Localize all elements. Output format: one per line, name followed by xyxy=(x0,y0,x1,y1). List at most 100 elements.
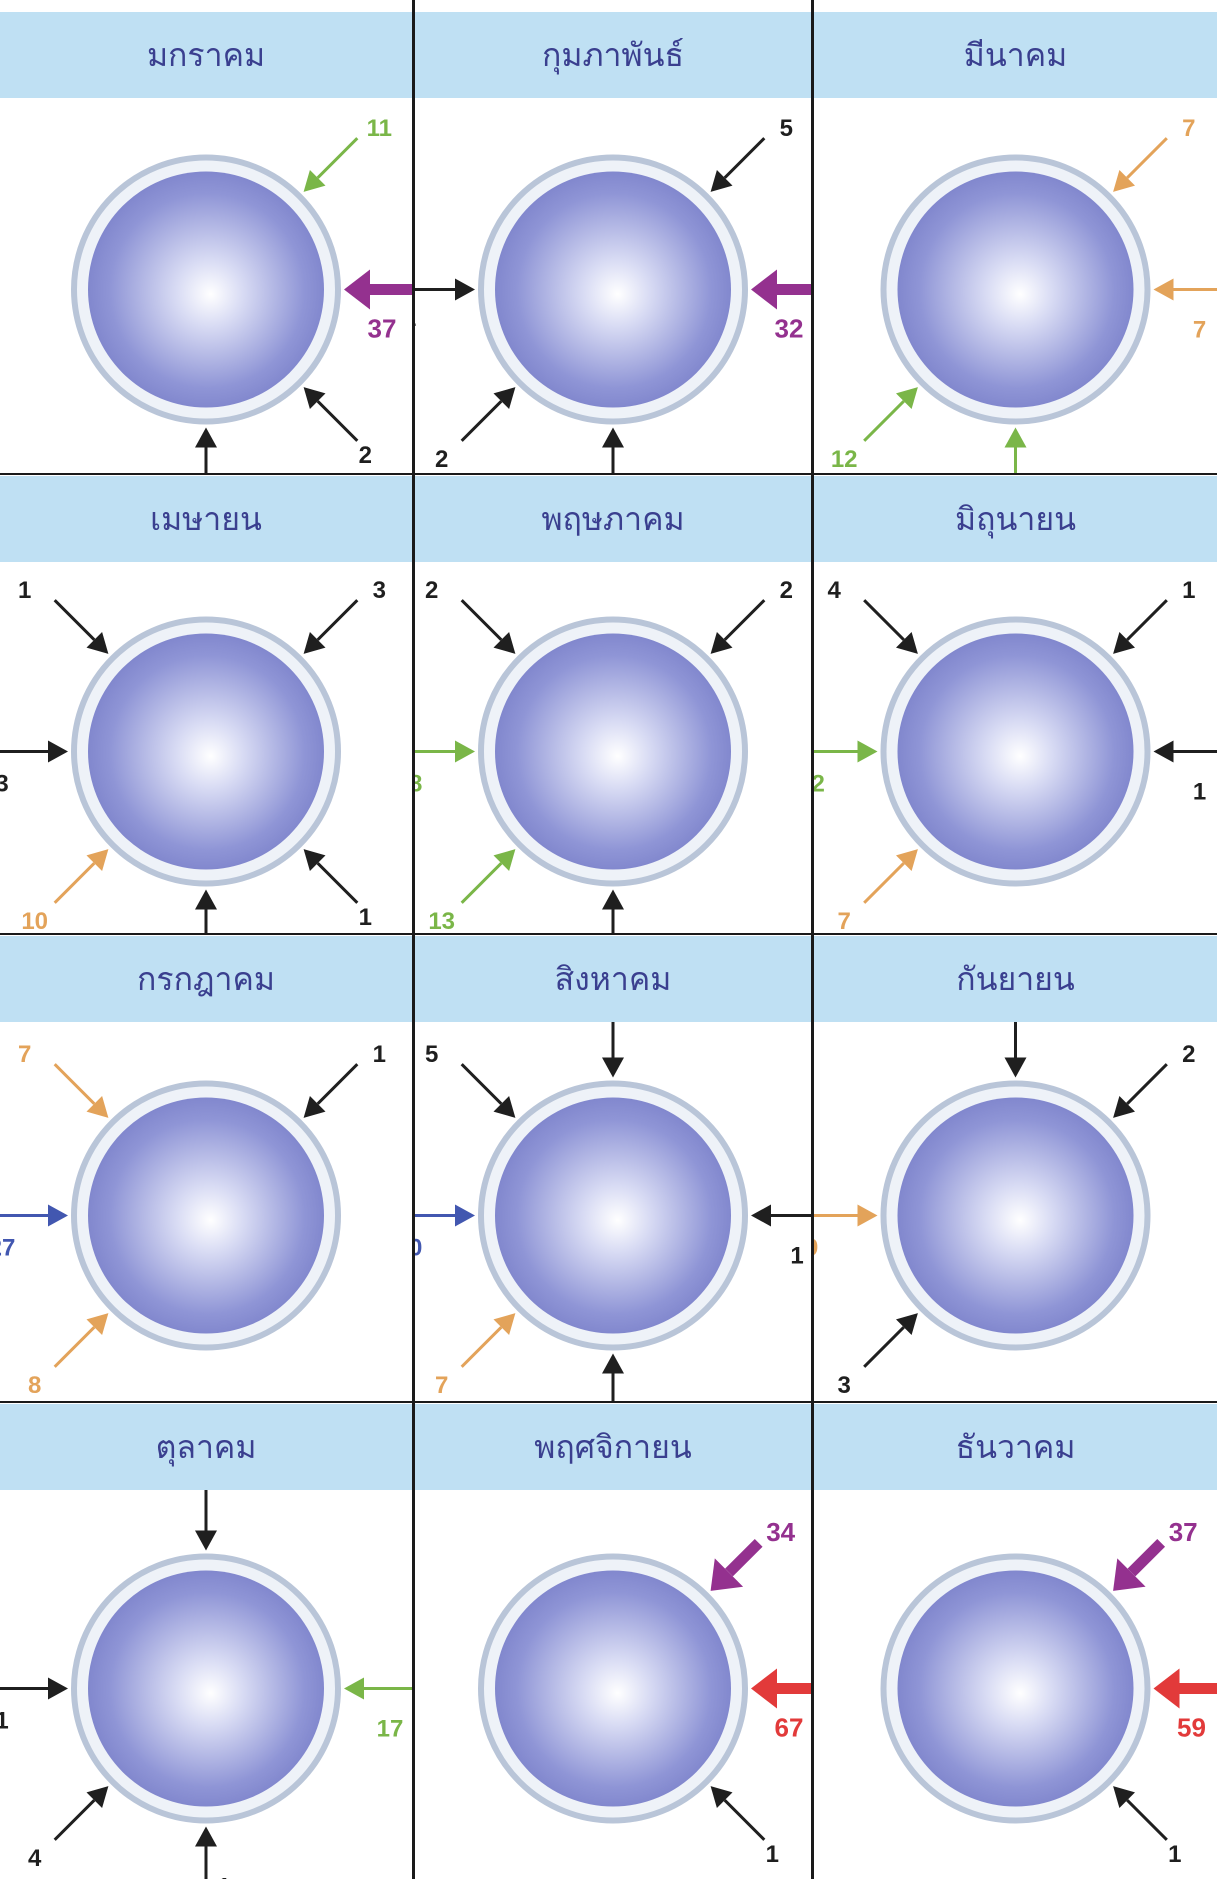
arrow-count-label: 3 xyxy=(373,577,386,604)
storm-arrow-ne: 34 xyxy=(710,1517,796,1591)
storm-arrow-se: 1 xyxy=(1113,1786,1182,1868)
month-title: ตุลาคม xyxy=(155,1427,257,1466)
storm-arrow-ne: 1 xyxy=(303,1041,386,1118)
storm-arrow-n: 1 xyxy=(1004,1022,1027,1078)
column-divider xyxy=(412,0,415,1879)
storm-arrow-ne: 2 xyxy=(710,577,793,654)
arrow-count-label: 9 xyxy=(814,1235,818,1262)
arrow-count-label: 1 xyxy=(217,1874,230,1879)
arrow-count-label: 11 xyxy=(367,115,392,142)
storm-direction-diagram: 113722 xyxy=(71,115,412,473)
storm-arrow-ne: 7 xyxy=(1113,115,1196,192)
month-title: พฤษภาคม xyxy=(541,499,685,538)
storm-arrow-w: 12 xyxy=(814,740,878,798)
month-title: เมษายน xyxy=(150,499,262,538)
arrow-count-label: 7 xyxy=(1193,317,1206,344)
arrow-count-label: 12 xyxy=(814,771,825,798)
arrow-count-label: 67 xyxy=(775,1713,804,1743)
arrow-count-label: 18 xyxy=(415,771,422,798)
storm-arrow-w: 27 xyxy=(0,1204,68,1262)
storm-arrow-ne: 11 xyxy=(303,115,392,192)
storm-arrow-se: 1 xyxy=(303,849,372,931)
month-header: กันยายน xyxy=(814,936,1217,1022)
globe-sphere xyxy=(88,171,324,408)
storm-arrow-ne: 2 xyxy=(1113,1041,1196,1118)
storm-direction-diagram: 532422 xyxy=(415,115,811,473)
storm-arrow-se: 2 xyxy=(303,387,372,469)
month-panel-aug: สิงหาคม5130171 xyxy=(415,936,811,1401)
arrow-count-label: 1 xyxy=(359,904,372,931)
month-header: กรกฎาคม xyxy=(0,936,412,1022)
storm-direction-diagram: 2218132 xyxy=(415,577,793,933)
month-title: พฤศจิกายน xyxy=(534,1427,692,1466)
arrow-count-label: 7 xyxy=(837,908,850,933)
month-panel-jun: มิถุนายน411127 xyxy=(814,476,1217,933)
month-panel-nov: พฤศจิกายน 34 67 1 xyxy=(415,1404,811,1879)
storm-arrow-w: 18 xyxy=(415,740,475,798)
storm-arrow-e: 1 xyxy=(1153,740,1217,806)
arrow-count-label: 2 xyxy=(221,1490,234,1495)
storm-arrow-w: 1 xyxy=(0,1677,68,1735)
arrow-count-label: 5 xyxy=(780,115,793,142)
arrow-count-label: 3 xyxy=(837,1372,850,1399)
arrow-count-label: 37 xyxy=(368,314,397,344)
storm-arrow-s: 1 xyxy=(602,1353,638,1402)
globe-sphere xyxy=(897,1570,1134,1807)
arrow-count-label: 10 xyxy=(21,908,48,933)
month-panel-mar: มีนาคม771212 xyxy=(814,12,1217,473)
arrow-count-label: 2 xyxy=(435,446,448,473)
arrow-count-label: 1 xyxy=(766,1841,779,1868)
storm-direction-diagram: 1 3 3 10 2 1 xyxy=(0,577,386,933)
storm-arrow-sw: 13 xyxy=(428,849,516,933)
month-title: กันยายน xyxy=(956,959,1075,998)
storm-arrow-ne: 5 xyxy=(710,115,793,192)
storm-arrow-s: 2 xyxy=(602,427,624,473)
globe-sphere xyxy=(88,1097,324,1334)
storm-arrow-w: 9 xyxy=(814,1204,878,1262)
storm-arrow-nw: 1 xyxy=(18,577,109,654)
storm-arrow-n: 2 xyxy=(195,1490,235,1551)
storm-direction-diagram: 411127 xyxy=(814,577,1217,933)
arrow-count-label: 7 xyxy=(18,1041,31,1068)
arrow-count-label: 7 xyxy=(435,1372,448,1399)
month-title: มีนาคม xyxy=(963,35,1068,74)
storm-arrow-s: 2 xyxy=(195,889,217,933)
storm-arrow-sw: 3 xyxy=(837,1313,918,1399)
storm-arrow-e: 59 xyxy=(1153,1668,1217,1743)
arrow-count-label: 1 xyxy=(790,1243,803,1270)
globe-sphere xyxy=(495,1570,731,1807)
arrow-count-label: 2 xyxy=(359,442,372,469)
storm-arrow-e: 1 xyxy=(751,1204,811,1270)
storm-arrow-w: 4 xyxy=(415,278,475,336)
arrow-count-label: 2 xyxy=(780,577,793,604)
month-title: สิงหาคม xyxy=(554,959,672,998)
storm-direction-diagram: 34 67 1 xyxy=(478,1517,811,1868)
storm-arrow-ne: 1 xyxy=(1113,577,1196,654)
arrow-count-label: 2 xyxy=(425,577,438,604)
arrow-count-label: 37 xyxy=(1169,1517,1198,1547)
storm-arrow-sw: 2 xyxy=(435,387,516,473)
storm-arrow-e: 67 xyxy=(751,1668,811,1743)
arrow-count-label: 1 xyxy=(1168,1841,1181,1868)
globe-sphere xyxy=(88,1570,324,1807)
storm-arrow-e: 17 xyxy=(344,1677,412,1743)
storm-arrow-sw: 7 xyxy=(837,849,918,933)
arrow-count-label: 1 xyxy=(18,577,31,604)
storm-arrow-se: 1 xyxy=(710,1786,779,1868)
month-header: กุมภาพันธ์ xyxy=(415,12,811,98)
arrow-count-label: 30 xyxy=(415,1235,422,1262)
globe-sphere xyxy=(495,633,731,870)
storm-arrow-w: 30 xyxy=(415,1204,475,1262)
month-panel-feb: กุมภาพันธ์532422 xyxy=(415,12,811,473)
month-title: กุมภาพันธ์ xyxy=(541,35,685,74)
row-divider xyxy=(0,932,1217,935)
storm-arrow-w: 3 xyxy=(0,740,68,798)
month-header: พฤษภาคม xyxy=(415,476,811,562)
storm-direction-diagram: 71278 xyxy=(0,1041,386,1399)
arrow-count-label: 1 xyxy=(624,1401,637,1402)
arrow-count-label: 2 xyxy=(1182,1041,1195,1068)
arrow-count-label: 59 xyxy=(1177,1713,1206,1743)
arrow-count-label: 5 xyxy=(425,1041,438,1068)
storm-arrow-sw: 7 xyxy=(435,1313,516,1399)
storm-arrow-e: 37 xyxy=(344,269,412,344)
